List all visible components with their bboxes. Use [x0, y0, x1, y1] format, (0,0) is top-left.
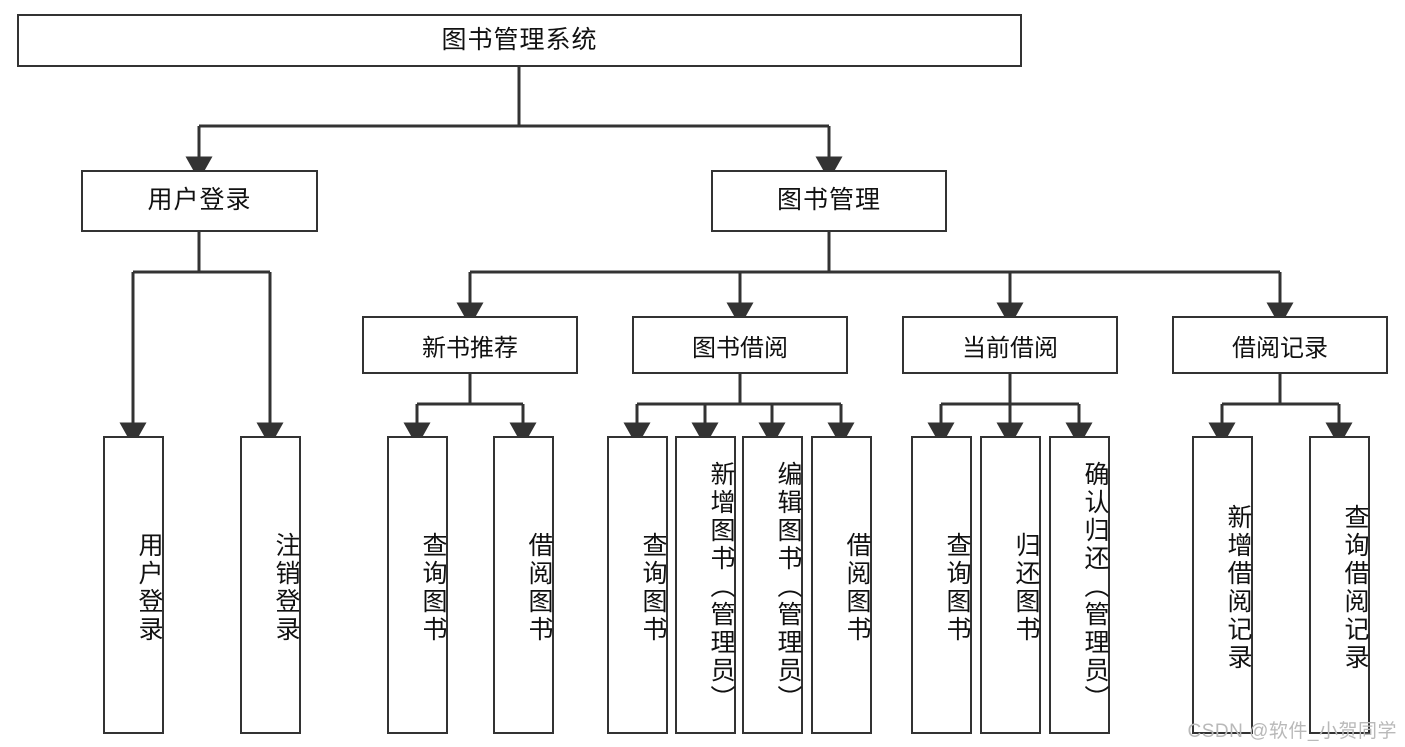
node-leaf-query-borrow-record-label: 查询借阅记录 [1341, 504, 1369, 672]
node-leaf-add-book-admin-label: 新增图书（管理员） [707, 461, 735, 713]
node-leaf-query-book-current[interactable]: 查询图书 [911, 436, 972, 734]
node-leaf-user-logout[interactable]: 注销登录 [240, 436, 301, 734]
node-leaf-borrow-book-recommend[interactable]: 借阅图书 [493, 436, 554, 734]
node-user-login-label: 用户登录 [147, 186, 252, 215]
node-leaf-query-book-recommend-label: 查询图书 [419, 532, 447, 644]
node-current-borrow[interactable]: 当前借阅 [902, 316, 1118, 374]
node-book-management-label: 图书管理 [776, 186, 881, 215]
node-leaf-add-borrow-record[interactable]: 新增借阅记录 [1192, 436, 1253, 734]
node-root-book-management-system[interactable]: 图书管理系统 [17, 14, 1022, 67]
node-leaf-confirm-return-admin[interactable]: 确认归还（管理员） [1049, 436, 1110, 734]
node-leaf-edit-book-admin[interactable]: 编辑图书（管理员） [742, 436, 803, 734]
node-leaf-query-book-borrow[interactable]: 查询图书 [607, 436, 668, 734]
node-current-borrow-label: 当前借阅 [962, 334, 1058, 362]
node-book-management[interactable]: 图书管理 [711, 170, 947, 232]
node-leaf-edit-book-admin-label: 编辑图书（管理员） [774, 461, 802, 713]
node-leaf-query-book-current-label: 查询图书 [943, 532, 971, 644]
node-leaf-return-book[interactable]: 归还图书 [980, 436, 1041, 734]
node-leaf-borrow-book-label: 借阅图书 [843, 532, 871, 644]
node-leaf-user-login-label: 用户登录 [135, 532, 163, 644]
node-leaf-user-login[interactable]: 用户登录 [103, 436, 164, 734]
node-leaf-return-book-label: 归还图书 [1012, 532, 1040, 644]
node-borrow-record-label: 借阅记录 [1232, 334, 1328, 362]
node-leaf-borrow-book[interactable]: 借阅图书 [811, 436, 872, 734]
node-leaf-user-logout-label: 注销登录 [272, 532, 300, 644]
csdn-watermark: CSDN @软件_小贺同学 [1187, 721, 1397, 742]
node-borrow-record[interactable]: 借阅记录 [1172, 316, 1388, 374]
node-leaf-add-book-admin[interactable]: 新增图书（管理员） [675, 436, 736, 734]
node-leaf-query-borrow-record[interactable]: 查询借阅记录 [1309, 436, 1370, 734]
node-user-login[interactable]: 用户登录 [81, 170, 318, 232]
node-book-borrow-label: 图书借阅 [692, 334, 788, 362]
node-book-borrow[interactable]: 图书借阅 [632, 316, 848, 374]
node-leaf-query-book-borrow-label: 查询图书 [639, 532, 667, 644]
node-new-book-recommend-label: 新书推荐 [422, 334, 518, 362]
node-leaf-confirm-return-admin-label: 确认归还（管理员） [1081, 461, 1109, 713]
node-new-book-recommend[interactable]: 新书推荐 [362, 316, 578, 374]
node-leaf-borrow-book-recommend-label: 借阅图书 [525, 532, 553, 644]
node-leaf-query-book-recommend[interactable]: 查询图书 [387, 436, 448, 734]
node-root-label: 图书管理系统 [441, 25, 598, 54]
node-leaf-add-borrow-record-label: 新增借阅记录 [1224, 504, 1252, 672]
